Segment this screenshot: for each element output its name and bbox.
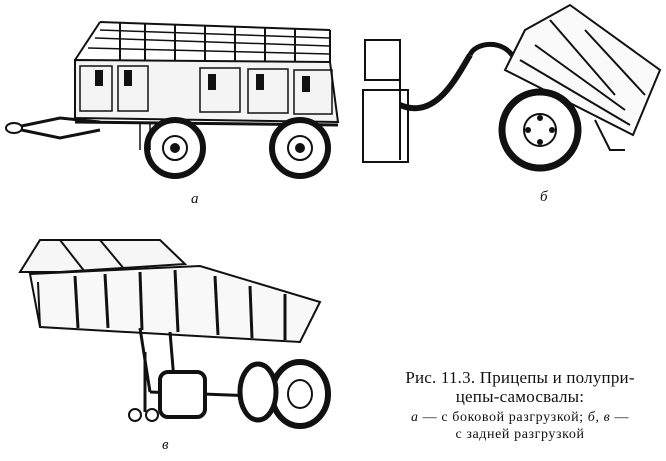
figure-a-label: а xyxy=(191,191,199,207)
caption-title-line-2: цепы-самосвалы: xyxy=(455,387,585,406)
figure-b-label: б xyxy=(540,189,548,205)
caption-side-unload: — с боковой разгрузкой; xyxy=(418,410,588,425)
caption-letter-a: а xyxy=(410,410,419,425)
figure-v-label: в xyxy=(162,437,169,453)
figure-caption: Рис. 11.3. Прицепы и полупри- цепы-самос… xyxy=(380,368,660,443)
caption-sub-line-2: с задней разгрузкой xyxy=(455,427,585,442)
figure-b-rear-dump-trailer xyxy=(362,3,662,172)
caption-comma: , xyxy=(595,410,604,425)
figure-v-dump-semitrailer xyxy=(18,239,331,429)
caption-title-line-1: Рис. 11.3. Прицепы и полупри- xyxy=(405,368,635,387)
caption-letter-v: в xyxy=(603,410,611,425)
caption-dash: — xyxy=(610,410,630,425)
caption-sub-line-1: а — с боковой разгрузкой; б, в — xyxy=(380,409,660,426)
caption-letter-b: б xyxy=(587,410,596,425)
figure-a-side-dump-trailer xyxy=(5,21,340,179)
